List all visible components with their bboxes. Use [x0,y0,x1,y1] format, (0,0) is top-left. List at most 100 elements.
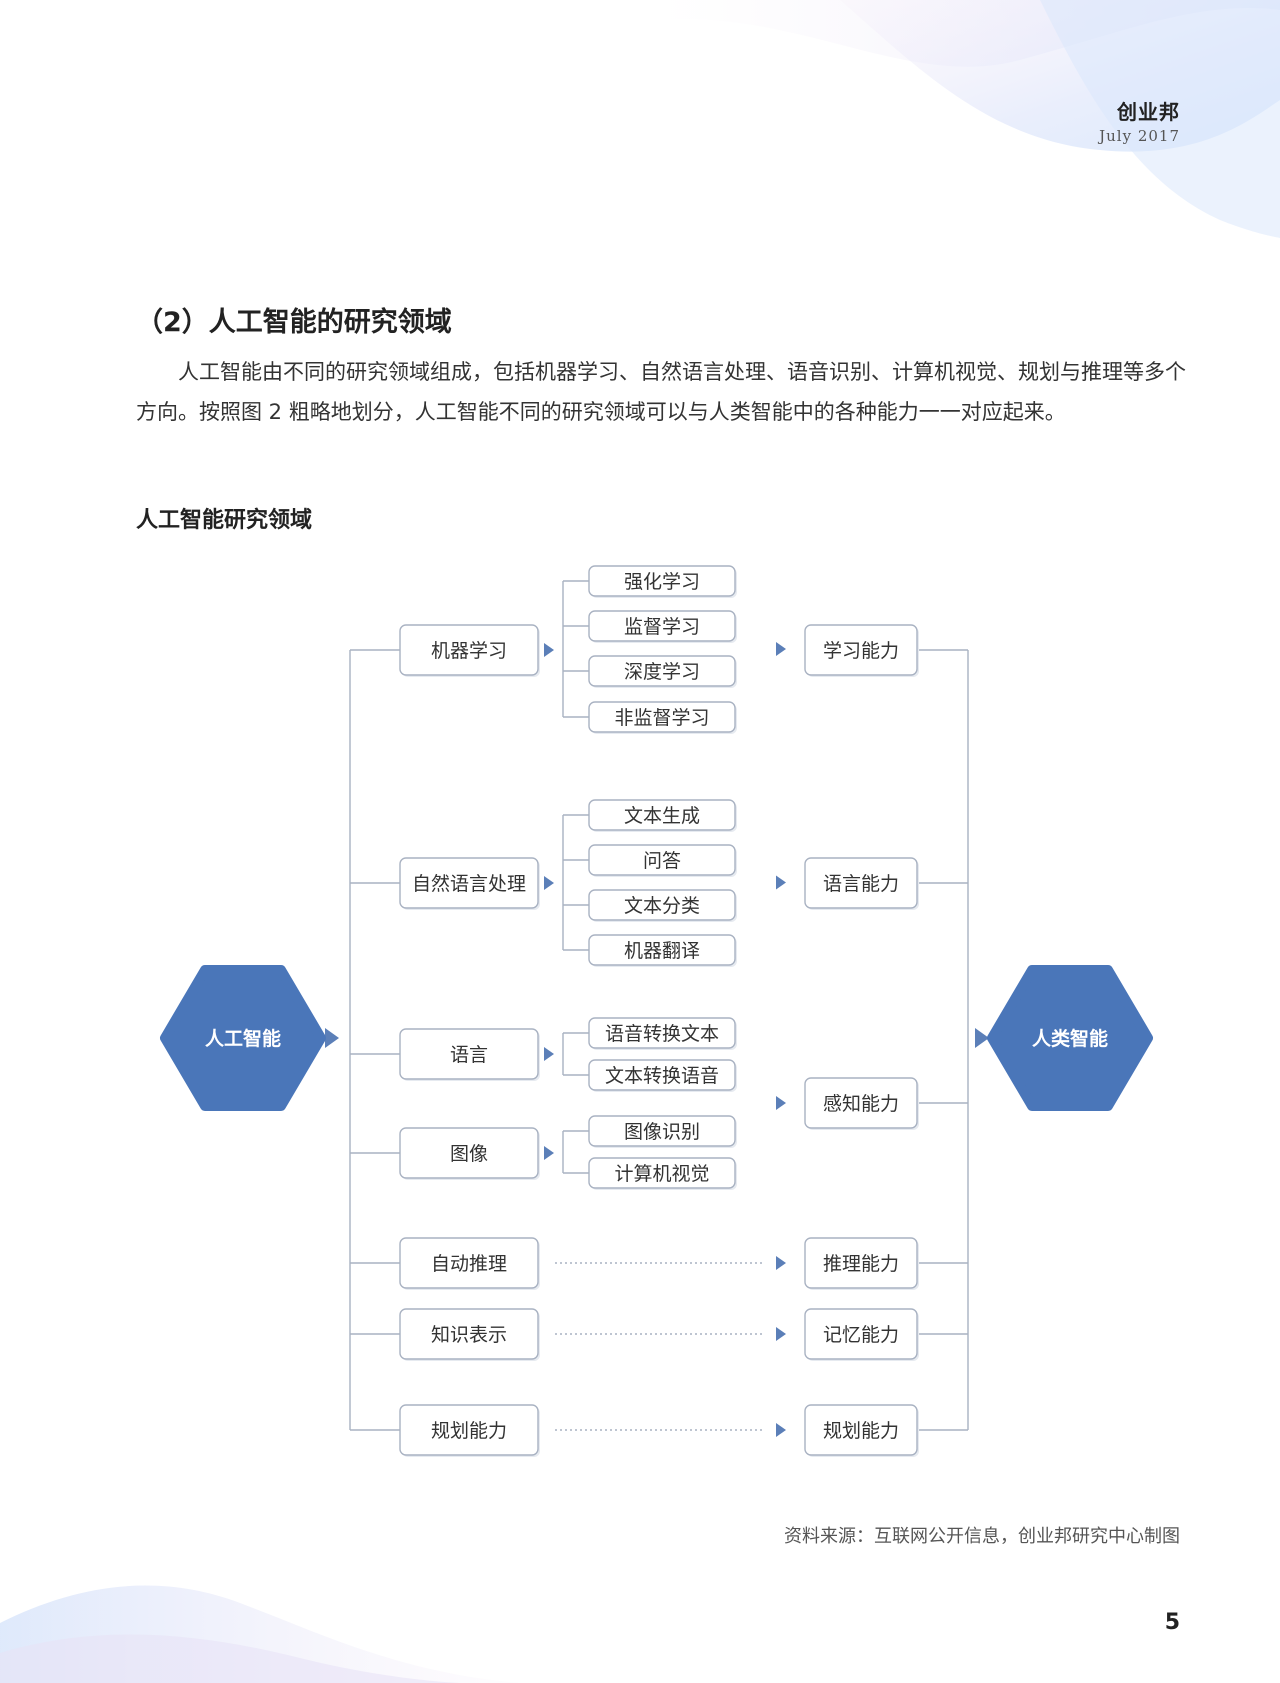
sub-node-1-1-box [588,844,736,876]
ability-node-1-box [804,857,918,909]
to-ability-arrow-1 [776,875,786,890]
ability-node-5: 规划能力 [804,1404,919,1457]
branch-node-5-label: 知识表示 [431,1324,507,1346]
sub-node-1-3-box [588,934,736,966]
ability-node-4-box [804,1308,918,1360]
branch-node-2-box [399,1028,539,1080]
to-ability-arrow-0 [776,642,786,656]
sub-node-3-1-label: 计算机视觉 [614,1163,709,1185]
sub-node-3-0-box [588,1115,736,1147]
branch-node-0-label: 机器学习 [431,640,507,662]
ability-node-1: 语言能力 [804,857,919,910]
ability-node-4: 记忆能力 [804,1308,919,1361]
branch-node-1-label: 自然语言处理 [412,873,526,895]
branch-node-0: 机器学习 [399,624,540,677]
sub-node-2-0-box [588,1017,736,1049]
ability-node-3-box [804,1237,918,1289]
to-ability-arrow-2 [776,1096,786,1110]
branch-node-2: 语言 [399,1028,540,1081]
branch-node-6-box [399,1404,539,1456]
sub-node-2-0: 语音转换文本 [588,1017,737,1050]
decorative-wave-bottom [0,1585,520,1683]
branch-node-3: 图像 [399,1127,540,1180]
sub-node-3-1-box [588,1157,736,1189]
sub-node-2-1-box [588,1059,736,1091]
sub-node-1-0-label: 文本生成 [624,805,700,827]
sub-node-2-1: 文本转换语音 [588,1059,737,1092]
branch-node-1-box [399,857,539,909]
branch-node-2-label: 语言 [450,1044,488,1066]
sub-node-2-0-label: 语音转换文本 [605,1023,719,1045]
ability-node-0-box [804,624,918,676]
root-hexagon-label: 人工智能 [205,1027,281,1050]
brand-header: 创业邦 July 2017 [1099,96,1180,145]
sub-node-0-1: 监督学习 [588,610,737,643]
sub-node-0-0-label: 强化学习 [624,571,700,593]
ability-node-3-label: 推理能力 [823,1253,899,1275]
sub-node-0-3-box [588,701,736,733]
ability-node-2-box [804,1077,918,1129]
ability-node-3: 推理能力 [804,1237,919,1290]
figure-source: 资料来源：互联网公开信息，创业邦研究中心制图 [784,1526,1180,1547]
branch-node-6: 规划能力 [399,1404,540,1457]
target-hexagon: 人类智能 [987,965,1153,1111]
sub-node-0-3: 非监督学习 [588,701,737,734]
branch-node-0-box [399,624,539,676]
branch-node-3-box [399,1127,539,1179]
root-hexagon-shape [160,965,326,1111]
section-heading: （2）人工智能的研究领域 [136,307,452,338]
sub-node-0-1-label: 监督学习 [624,616,700,638]
target-arrow [975,1028,989,1048]
sub-node-0-2-label: 深度学习 [624,661,700,683]
sub-node-1-0-box [588,799,736,831]
sub-node-0-0-box [588,565,736,597]
ability-node-0-label: 学习能力 [823,640,899,662]
sub-node-1-1-label: 问答 [643,850,681,872]
branch-arrow-3 [544,1146,554,1160]
branch-node-4-label: 自动推理 [431,1253,507,1275]
branch-node-1: 自然语言处理 [399,857,540,910]
diagram-connectors [349,580,969,1431]
sub-node-3-1: 计算机视觉 [588,1157,737,1190]
sub-node-2-1-label: 文本转换语音 [605,1065,719,1087]
sub-node-3-0-label: 图像识别 [624,1121,700,1143]
branch-node-3-label: 图像 [450,1143,488,1165]
target-hexagon-shape [987,965,1153,1111]
ability-node-1-label: 语言能力 [823,873,899,895]
issue-date: July 2017 [1099,127,1180,145]
to-ability-arrow-5 [776,1327,786,1341]
ability-node-5-label: 规划能力 [823,1420,899,1442]
sub-node-1-2-box [588,889,736,921]
branch-node-4: 自动推理 [399,1237,540,1290]
target-hexagon-label: 人类智能 [1032,1027,1108,1050]
ability-node-2-label: 感知能力 [823,1093,899,1115]
root-arrow [325,1028,339,1048]
branch-arrow-2 [544,1047,554,1061]
page-number: 5 [1164,1610,1180,1635]
ability-node-2: 感知能力 [804,1077,919,1130]
sub-node-1-2: 文本分类 [588,889,737,922]
decorative-wave-top [660,0,1280,238]
root-hexagon: 人工智能 [160,965,326,1111]
branch-node-4-box [399,1237,539,1289]
sub-node-0-1-box [588,610,736,642]
to-ability-arrow-4 [776,1256,786,1270]
sub-node-1-3-label: 机器翻译 [624,940,700,962]
ability-node-5-box [804,1404,918,1456]
sub-node-1-3: 机器翻译 [588,934,737,967]
sub-node-0-2-box [588,655,736,687]
ability-node-4-label: 记忆能力 [823,1324,899,1346]
sub-node-3-0: 图像识别 [588,1115,737,1148]
branch-arrow-0 [544,643,554,657]
sub-node-0-0: 强化学习 [588,565,737,598]
branch-node-5: 知识表示 [399,1308,540,1361]
sub-node-1-2-label: 文本分类 [624,895,700,917]
branch-node-6-label: 规划能力 [431,1420,507,1442]
figure-title: 人工智能研究领域 [136,508,313,533]
sub-node-1-0: 文本生成 [588,799,737,832]
ability-node-0: 学习能力 [804,624,919,677]
sub-node-0-2: 深度学习 [588,655,737,688]
sub-node-0-3-label: 非监督学习 [614,707,709,729]
